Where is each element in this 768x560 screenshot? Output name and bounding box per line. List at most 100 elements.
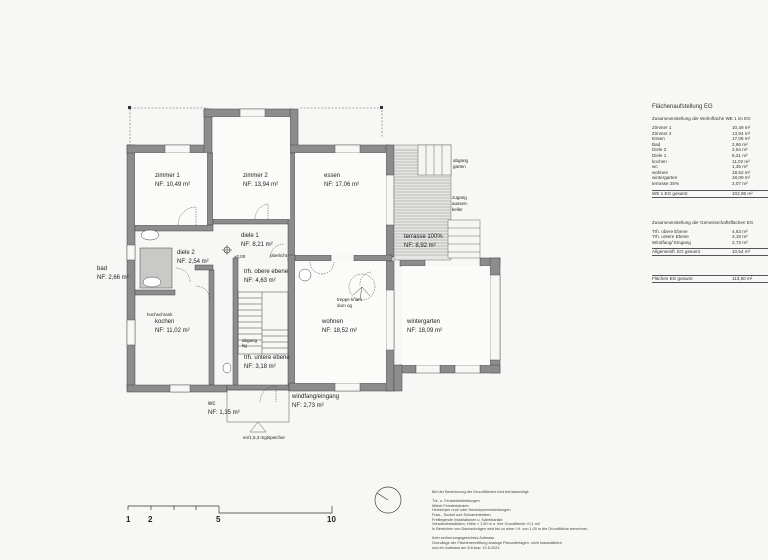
- scale-tick-10: 10: [327, 515, 336, 524]
- hochschrank-label: hochschrank: [147, 312, 173, 317]
- row-value: 2,73 m²: [732, 239, 748, 245]
- oberlicht-label: oberlicht: [270, 253, 288, 258]
- note-line: und ein Aufmass am 8.8.bzw. 19.8.2024.: [432, 545, 501, 550]
- north-arrow-icon: [374, 486, 402, 514]
- room-name-terrasse: terrasse 100%: [404, 234, 443, 240]
- note-line: Fuss-, Sockel und Schrammleisten: [432, 512, 491, 517]
- table-row: Windfang/ Eingang 2,73 m²: [652, 240, 768, 246]
- room-area-terrasse: NF: 8,92 m²: [404, 243, 436, 249]
- note-line: Tür- u. Fensterbekleidungen: [432, 499, 480, 504]
- area-table: Flächenaufstellung EG Zusammenstellung d…: [652, 104, 768, 284]
- entrance-label: en/1,5,3 mgtspeicher: [243, 435, 286, 440]
- table-row: Essen 17,06 m²: [652, 136, 768, 142]
- row-label: Zimmer 2: [652, 130, 672, 136]
- zugang-label: zugang: [452, 195, 467, 200]
- room-area-wintergarten: NF: 18,09 m²: [407, 328, 443, 334]
- row-value: 3,18 m²: [732, 234, 748, 240]
- level-label: ±0,00: [234, 254, 246, 259]
- spiral-stair: [348, 273, 376, 301]
- abgang-kg-label: abgang: [242, 338, 258, 343]
- note-line: Vorwandinstallation, Höhe < 1,50 m u. ih…: [432, 522, 541, 527]
- row-value: 2,54 m²: [732, 147, 748, 153]
- table-row: Diele 1 8,21 m²: [652, 153, 768, 159]
- note-line: Bei der Berechnung der Grundflächen sind…: [432, 490, 530, 494]
- row-value: 10,49 m²: [732, 125, 751, 130]
- table-row: Trh. untere Ebene 3,18 m²: [652, 234, 768, 240]
- row-value: 1,35 m²: [732, 164, 748, 170]
- note-line: Freiliegende Installationen u. Kabelkanä…: [432, 517, 503, 522]
- room-area-wc: NF: 1,35 m²: [208, 410, 240, 416]
- scale-tick-5: 5: [216, 515, 221, 524]
- note-line: In Bereichen von Dachschrägen wird bis z…: [432, 526, 588, 531]
- level-marker: [222, 245, 232, 255]
- room-name-wohnen: wohnen: [322, 319, 344, 325]
- abgang-garten-label: abgang: [453, 158, 469, 163]
- section1-title: Zusammenstellung der Wohnfläche WE 1 im …: [652, 116, 751, 121]
- row-value: 4,63 m²: [732, 228, 748, 234]
- room-name-thobere: trh. obere ebene: [244, 269, 289, 275]
- section2-title: Zusammenstellung der Gemeinschaftsfläche…: [652, 219, 754, 225]
- table-row: wohnen 18,52 m²: [652, 170, 768, 176]
- room-area-thuntere: NF: 3,18 m²: [244, 364, 276, 370]
- notes-block: Bei der Berechnung der Grundflächen sind…: [432, 490, 768, 550]
- room-name-zimmer1: zimmer 1: [155, 173, 180, 179]
- scale-tick-2: 2: [148, 515, 153, 524]
- row-value: 18,52 m²: [732, 169, 751, 175]
- total-value: 113,50 m²: [732, 276, 753, 282]
- room-name-bad: bad: [97, 266, 108, 272]
- room-name-diele1: diele 1: [241, 233, 259, 239]
- row-label: Bad: [652, 141, 661, 147]
- room-name-thuntere: trh. untere ebene: [244, 355, 290, 361]
- fixtures: [140, 229, 312, 374]
- grand-total: Flächen EG gesamt 113,50 m²: [652, 275, 768, 284]
- room-name-kochen: kochen: [155, 319, 175, 325]
- row-label: wohnen: [652, 169, 669, 175]
- row-label: Diele 1: [652, 152, 667, 158]
- row-value: 13,94 m²: [732, 130, 751, 136]
- row-label: wintergarten: [652, 175, 678, 181]
- table-row: wc 1,35 m²: [652, 164, 768, 170]
- room-area-kochen: NF: 11,02 m²: [155, 328, 190, 334]
- total-value: 102,95 m²: [732, 190, 753, 196]
- staircase: [237, 291, 289, 355]
- room-area-zimmer2: NF: 13,94 m²: [243, 182, 279, 188]
- treppe-label-2: dum og: [337, 303, 353, 308]
- room-area-essen: NF: 17,06 m²: [324, 182, 360, 188]
- row-value: 17,06 m²: [732, 136, 751, 142]
- terrace: [393, 144, 481, 261]
- room-area-windfang: NF: 2,73 m²: [292, 403, 324, 409]
- row-label: Essen: [652, 136, 665, 142]
- total-label: Flächen EG gesamt: [652, 276, 693, 282]
- note-line: Möbel Fensterbänken: [432, 503, 469, 508]
- row-label: kochen: [652, 158, 667, 164]
- room-area-wohnen: NF: 18,52 m²: [322, 328, 358, 334]
- room-name-diele2: diele 2: [177, 250, 195, 256]
- scale-tick-1: 1: [126, 515, 131, 524]
- room-name-windfang: windfang/eingang: [292, 394, 340, 400]
- doors: [175, 203, 373, 403]
- row-label: Windfang/ Eingang: [652, 239, 691, 245]
- row-label: Trh. untere Ebene: [652, 234, 689, 240]
- abgang-kg-label-2: kg: [242, 343, 247, 348]
- room-area-diele1: NF: 8,21 m²: [241, 242, 273, 248]
- zugang-label-3: keller: [452, 207, 463, 212]
- room-area-zimmer1: NF: 10,49 m²: [155, 182, 191, 188]
- room-area-diele2: NF: 2,54 m²: [177, 259, 209, 265]
- table-heading: Flächenaufstellung EG: [652, 104, 713, 110]
- room-name-essen: essen: [324, 173, 341, 179]
- treppe-label: treppe kriam: [337, 297, 363, 302]
- note-line: Kein verformungsgerechtes Aufmass.: [432, 536, 496, 541]
- room-name-zimmer2: zimmer 2: [243, 173, 268, 179]
- note-line: Heizkörper und/ oder Heizkörperverkleidu…: [432, 508, 511, 513]
- row-value: 8,21 m²: [732, 152, 748, 158]
- room-area-bad: NF: 2,66 m²: [97, 275, 129, 281]
- abgang-garten-label-2: garten: [453, 164, 466, 169]
- room-name-wintergarten: wintergarten: [407, 319, 441, 325]
- row-label: wc: [652, 164, 658, 170]
